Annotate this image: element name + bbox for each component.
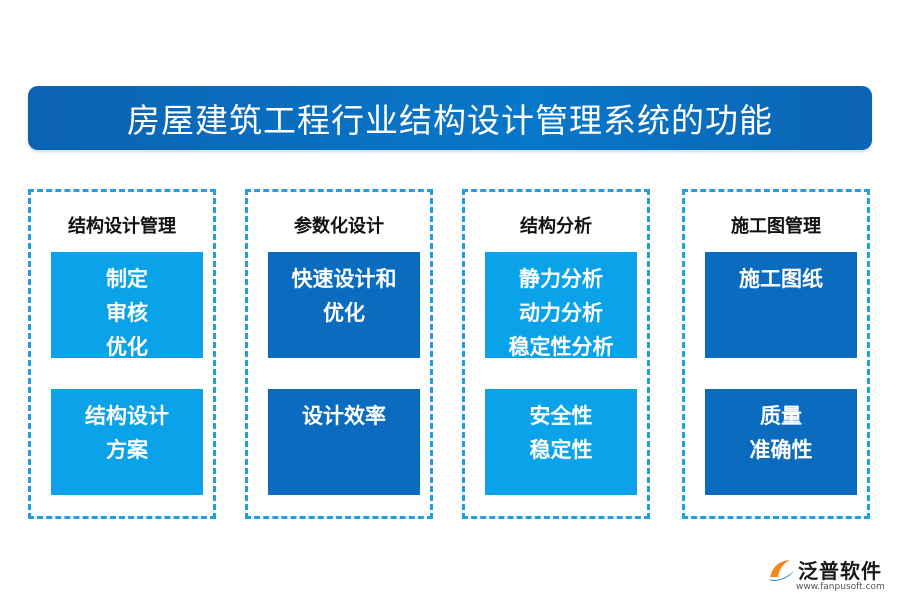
feature-tile: 制定 审核 优化 [51, 252, 203, 359]
tile-line: 制定 [106, 266, 148, 291]
feature-tile: 安全性 稳定性 [485, 389, 637, 495]
tile-line: 施工图纸 [739, 266, 823, 291]
tile-line: 动力分析 [519, 300, 603, 325]
brand-logo: 泛普软件 www.fanpusoft.com [766, 553, 894, 597]
tile-line: 方案 [106, 437, 148, 462]
logo-name: 泛普软件 [798, 559, 882, 583]
tile-line: 安全性 [529, 403, 593, 428]
tile-line: 准确性 [749, 437, 813, 462]
column-title: 结构分析 [520, 216, 592, 237]
feature-tile: 质量 准确性 [705, 389, 857, 495]
title-banner: 房屋建筑工程行业结构设计管理系统的功能 [28, 86, 872, 150]
tile-line: 稳定性分析 [508, 334, 614, 359]
page-title: 房屋建筑工程行业结构设计管理系统的功能 [127, 101, 773, 140]
logo-icon [768, 560, 794, 581]
feature-tile: 设计效率 [268, 389, 420, 495]
tile-line: 质量 [760, 403, 802, 428]
column-title: 结构设计管理 [68, 216, 176, 237]
column-parametric-design: 参数化设计 快速设计和 优化 设计效率 [245, 189, 433, 519]
feature-tile: 结构设计 方案 [51, 389, 203, 495]
tile-line: 稳定性 [529, 437, 593, 462]
tile-line: 优化 [323, 300, 365, 325]
column-title: 参数化设计 [294, 216, 384, 237]
feature-tile: 快速设计和 优化 [268, 252, 420, 358]
column-structural-analysis: 结构分析 静力分析 动力分析 稳定性分析 安全性 稳定性 [462, 189, 650, 519]
feature-tile: 施工图纸 [705, 252, 857, 358]
logo-url: www.fanpusoft.com [796, 582, 885, 592]
feature-tile: 静力分析 动力分析 稳定性分析 [485, 252, 637, 359]
tile-line: 快速设计和 [291, 266, 397, 291]
column-title: 施工图管理 [731, 216, 821, 237]
tile-line: 静力分析 [519, 266, 603, 291]
tile-line: 设计效率 [302, 403, 386, 428]
tile-line: 结构设计 [85, 403, 169, 428]
tile-line: 优化 [106, 334, 148, 359]
tile-line: 审核 [106, 300, 148, 325]
column-structural-design-management: 结构设计管理 制定 审核 优化 结构设计 方案 [28, 189, 216, 519]
column-construction-drawing-management: 施工图管理 施工图纸 质量 准确性 [682, 189, 870, 519]
